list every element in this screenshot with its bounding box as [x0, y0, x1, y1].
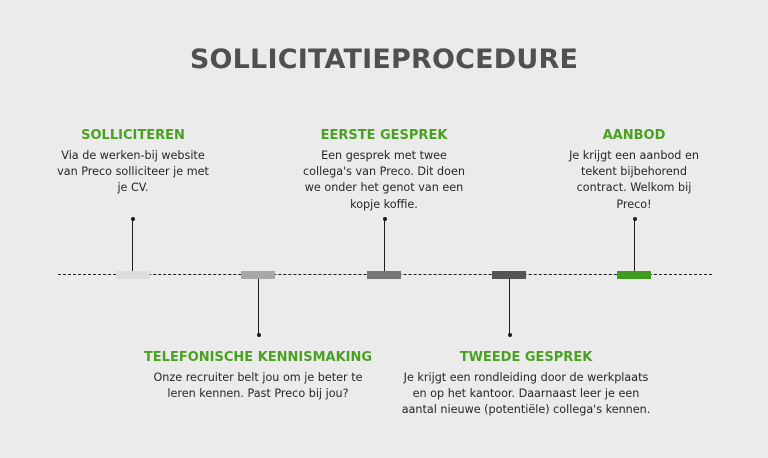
- step-description: Je krijgt een aanbod en tekent bijbehore…: [569, 149, 699, 211]
- timeline-marker-step-5: [617, 271, 651, 279]
- step-aanbod: AANBOD Je krijgt een aanbod en tekent bi…: [554, 128, 714, 213]
- page-title: SOLLICITATIEPROCEDURE: [189, 44, 579, 75]
- connector-step-5: [634, 219, 635, 271]
- timeline-marker-step-2: [241, 271, 275, 279]
- connector-dot-step-3: [382, 217, 387, 221]
- step-description: Een gesprek met twee collega's van Preco…: [303, 149, 465, 211]
- timeline-marker-step-3: [367, 271, 401, 279]
- step-title: SOLLICITEREN: [81, 128, 185, 143]
- connector-step-3: [384, 219, 385, 271]
- connector-dot-step-1: [130, 217, 135, 221]
- step-title: TELEFONISCHE KENNISMAKING: [143, 350, 373, 365]
- step-eerste-gesprek: EERSTE GESPREK Een gesprek met twee coll…: [294, 128, 474, 213]
- step-description: Onze recruiter belt jou om je beter te l…: [153, 371, 363, 401]
- step-telefonische-kennismaking: TELEFONISCHE KENNISMAKING Onze recruiter…: [133, 350, 383, 402]
- timeline-marker-step-4: [492, 271, 526, 279]
- connector-step-4: [509, 279, 510, 335]
- step-title: TWEEDE GESPREK: [459, 350, 593, 365]
- step-tweede-gesprek: TWEEDE GESPREK Je krijgt een rondleiding…: [396, 350, 656, 419]
- step-description: Via de werken-bij website van Preco soll…: [57, 149, 209, 195]
- timeline-marker-step-1: [116, 271, 150, 279]
- step-description: Je krijgt een rondleiding door de werkpl…: [401, 371, 651, 417]
- connector-dot-step-2: [256, 333, 261, 337]
- connector-dot-step-4: [507, 333, 512, 337]
- connector-dot-step-5: [632, 217, 637, 221]
- connector-step-2: [258, 279, 259, 335]
- step-solliciteren: SOLLICITEREN Via de werken-bij website v…: [48, 128, 218, 197]
- step-title: EERSTE GESPREK: [320, 128, 448, 143]
- connector-step-1: [132, 219, 133, 271]
- step-title: AANBOD: [602, 128, 666, 143]
